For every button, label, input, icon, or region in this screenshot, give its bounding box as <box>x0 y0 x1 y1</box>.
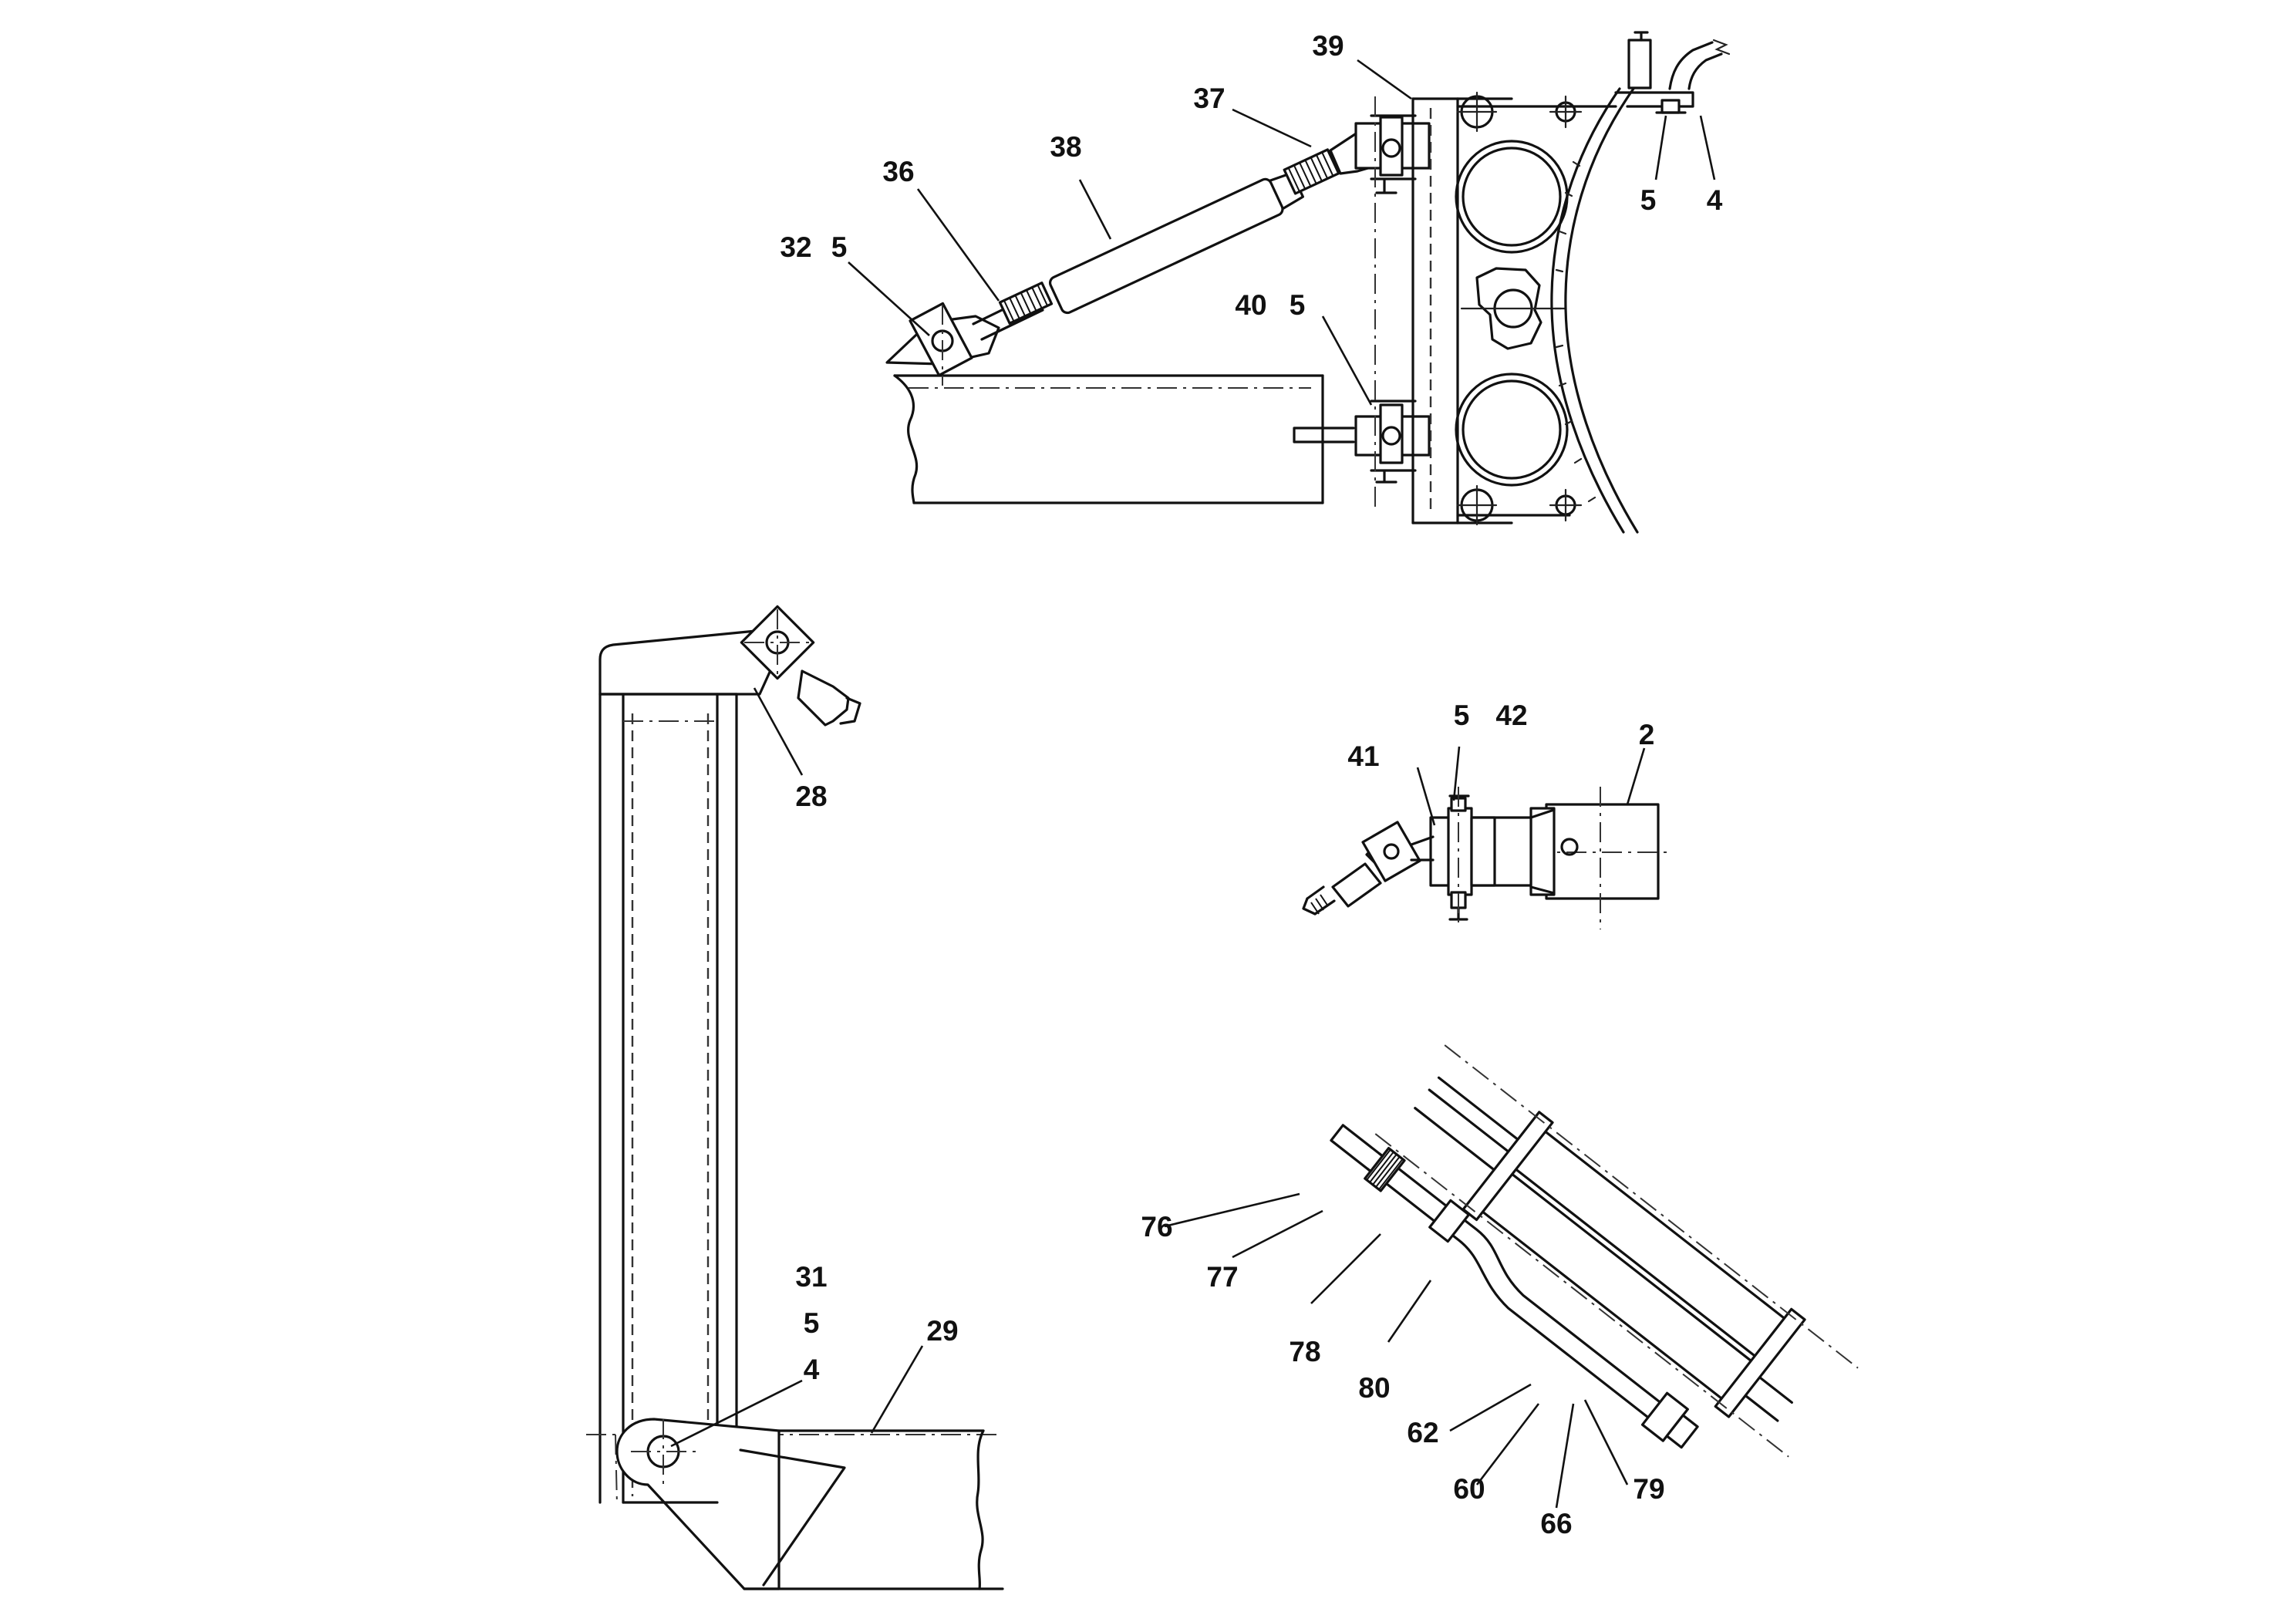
callout-5-brace: 5 <box>831 231 848 263</box>
callout-39: 39 <box>1312 30 1344 62</box>
callout-4-post: 4 <box>804 1354 820 1385</box>
view-frame-post <box>586 605 1004 1590</box>
post-base-pivot <box>615 1418 846 1590</box>
callout-40: 40 <box>1235 289 1266 321</box>
callout-32: 32 <box>780 231 811 263</box>
beam-bracket <box>885 302 1000 386</box>
callout-66: 66 <box>1540 1508 1572 1539</box>
callout-2: 2 <box>1639 719 1655 750</box>
lower-beam <box>893 374 1324 504</box>
callout-37: 37 <box>1193 83 1225 114</box>
callout-5-hose: 5 <box>1640 184 1657 216</box>
callout-5-clevis: 5 <box>1290 289 1306 321</box>
lower-clevis <box>1354 400 1431 484</box>
callout-4-hose: 4 <box>1707 184 1723 216</box>
callout-5-post: 5 <box>804 1307 820 1339</box>
view-hydraulic-detail <box>1330 1044 1859 1458</box>
callout-28: 28 <box>795 781 827 812</box>
callout-62: 62 <box>1407 1417 1438 1448</box>
callout-29: 29 <box>926 1315 958 1347</box>
callout-42: 42 <box>1495 700 1527 731</box>
callout-36: 36 <box>882 156 914 187</box>
callout-38: 38 <box>1050 131 1081 163</box>
callout-79: 79 <box>1633 1473 1664 1505</box>
leader-lines <box>670 59 1716 1509</box>
callouts: 39 37 38 36 32 5 5 4 40 5 28 5 42 2 41 3… <box>780 30 1722 1539</box>
callout-31: 31 <box>795 1261 827 1293</box>
callout-5-joint: 5 <box>1454 700 1470 731</box>
view-pivot-joint <box>1302 787 1670 929</box>
callout-80: 80 <box>1358 1372 1390 1404</box>
callout-60: 60 <box>1453 1473 1485 1505</box>
lower-beam-29 <box>743 1429 1004 1590</box>
tube-bracket <box>1455 31 1731 534</box>
callout-41: 41 <box>1347 740 1379 772</box>
callout-76: 76 <box>1141 1211 1172 1243</box>
callout-78: 78 <box>1289 1336 1320 1367</box>
upper-clevis <box>1354 114 1431 194</box>
tube-section-icon <box>1455 140 1569 254</box>
thread-icon <box>1366 1148 1404 1190</box>
post-pivot <box>740 605 861 727</box>
telescopic-brace <box>972 128 1396 341</box>
callout-77: 77 <box>1206 1261 1238 1293</box>
mounting-plate <box>1411 97 1513 524</box>
view-top-assembly <box>885 31 1731 534</box>
